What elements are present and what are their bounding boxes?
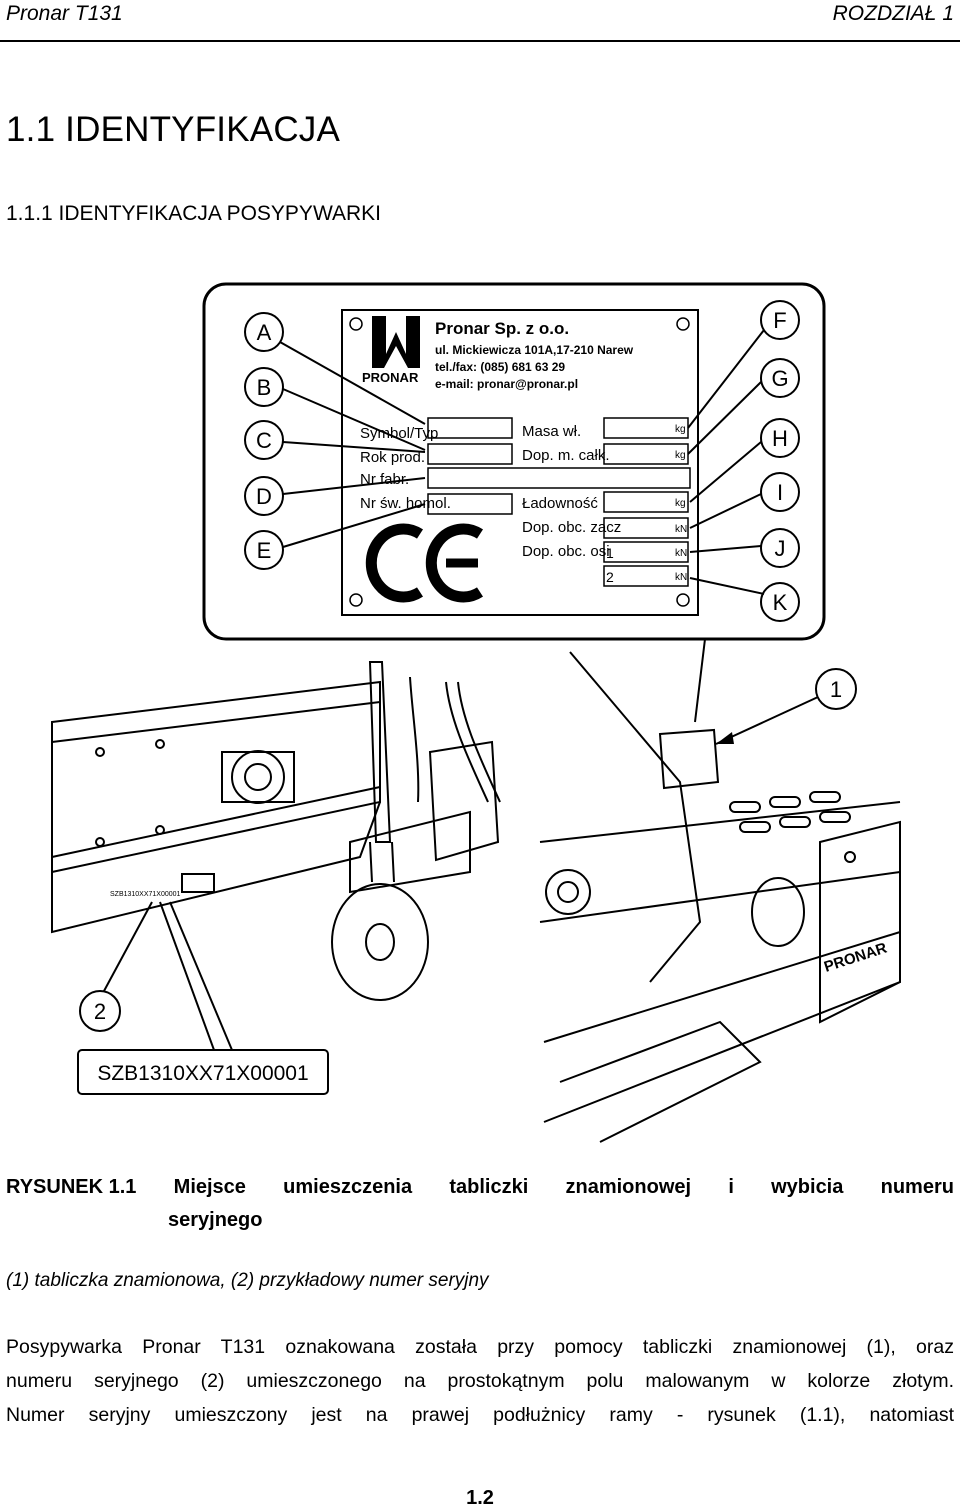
section-heading: 1.1 IDENTYFIKACJA — [6, 110, 341, 149]
caption-word: wybicia — [771, 1176, 844, 1198]
plate-unit-4: kN — [675, 548, 687, 559]
caption-label: RYSUNEK 1.1 — [6, 1176, 137, 1198]
plate-inner — [341, 309, 699, 616]
callout-i: I — [777, 480, 783, 505]
caption-word: tabliczki — [449, 1176, 529, 1198]
header-left: Pronar T131 — [6, 2, 123, 25]
plate-phone: tel./fax: (085) 681 63 29 — [435, 360, 565, 374]
identification-figure: PRONAR Pronar Sp. z o.o. ul. Mickiewicza… — [51, 282, 901, 1143]
plate-unit-1: kg — [675, 450, 686, 461]
serial-big: SZB1310XX71X00001 — [97, 1062, 308, 1085]
figure-caption: RYSUNEK 1.1 Miejsce umieszczenia tablicz… — [6, 1176, 954, 1232]
plate-axle-1: 1 — [606, 545, 614, 561]
callout-f: F — [773, 308, 786, 333]
machine-drawing: SZB1310XX71X00001 — [51, 651, 901, 1143]
plate-email: e-mail: pronar@pronar.pl — [435, 377, 578, 391]
plate-label-year: Rok prod. — [360, 449, 425, 466]
callout-j: J — [775, 536, 786, 561]
plate-unit-5: kN — [675, 572, 687, 583]
callout-h: H — [772, 426, 788, 451]
callout-d: D — [256, 484, 272, 509]
callout-a: A — [257, 320, 272, 345]
plate-unit-2: kg — [675, 498, 686, 509]
plate-axle-2: 2 — [606, 569, 614, 585]
plate-address: ul. Mickiewicza 101A,17-210 Narew — [435, 343, 634, 357]
figure-note: (1) tabliczka znamionowa, (2) przykładow… — [6, 1270, 489, 1291]
plate-label-load: Ładowność — [522, 495, 598, 512]
caption-word: znamionowej — [565, 1176, 692, 1198]
plate-label-axle: Dop. obc. osi — [522, 543, 610, 560]
callout-b: B — [257, 375, 272, 400]
caption-line2: seryjnego — [168, 1209, 263, 1231]
plate-label-total: Dop. m. całk. — [522, 447, 610, 464]
callout-k: K — [773, 590, 788, 615]
plate-company: Pronar Sp. z o.o. — [435, 319, 569, 338]
plate-label-hitch: Dop. obc. zacz — [522, 519, 621, 536]
serial-small: SZB1310XX71X00001 — [110, 891, 181, 898]
caption-word: Miejsce — [173, 1176, 246, 1198]
header-right: ROZDZIAŁ 1 — [832, 2, 954, 25]
body-paragraph: Posypywarka Pronar T131 oznakowana zosta… — [6, 1330, 954, 1432]
ce-mark — [365, 523, 483, 603]
caption-word: umieszczenia — [283, 1176, 413, 1198]
plate-unit-3: kN — [675, 524, 687, 535]
serial-number-box — [77, 1049, 329, 1095]
caption-word: numeru — [880, 1176, 954, 1198]
page-number: 1.2 — [466, 1487, 494, 1509]
plate-frame — [202, 282, 826, 641]
paragraph-line: numeru seryjnego (2) umieszczonego na pr… — [6, 1370, 954, 1392]
callout-1: 1 — [830, 677, 842, 702]
page-header: Pronar T131 ROZDZIAŁ 1 — [0, 0, 960, 42]
paragraph-line: Numer seryjny umieszczony jest na prawej… — [6, 1404, 954, 1426]
callout-e: E — [257, 538, 272, 563]
paragraph-line: Posypywarka Pronar T131 oznakowana zosta… — [6, 1336, 954, 1358]
pronar-logo: PRONAR — [362, 316, 420, 385]
plate-unit-0: kg — [675, 424, 686, 435]
callout-c: C — [256, 428, 272, 453]
callout-g: G — [771, 366, 788, 391]
plate-logo-text: PRONAR — [362, 370, 419, 385]
machine-rating-plate — [658, 728, 720, 790]
plate-label-mass: Masa wł. — [522, 423, 581, 440]
callout-2: 2 — [94, 999, 106, 1024]
plate-label-type: Symbol/Typ — [360, 425, 438, 442]
subsection-heading: 1.1.1 IDENTYFIKACJA POSYPYWARKI — [6, 202, 381, 225]
caption-word: i — [728, 1176, 734, 1198]
header-rule — [0, 40, 960, 42]
